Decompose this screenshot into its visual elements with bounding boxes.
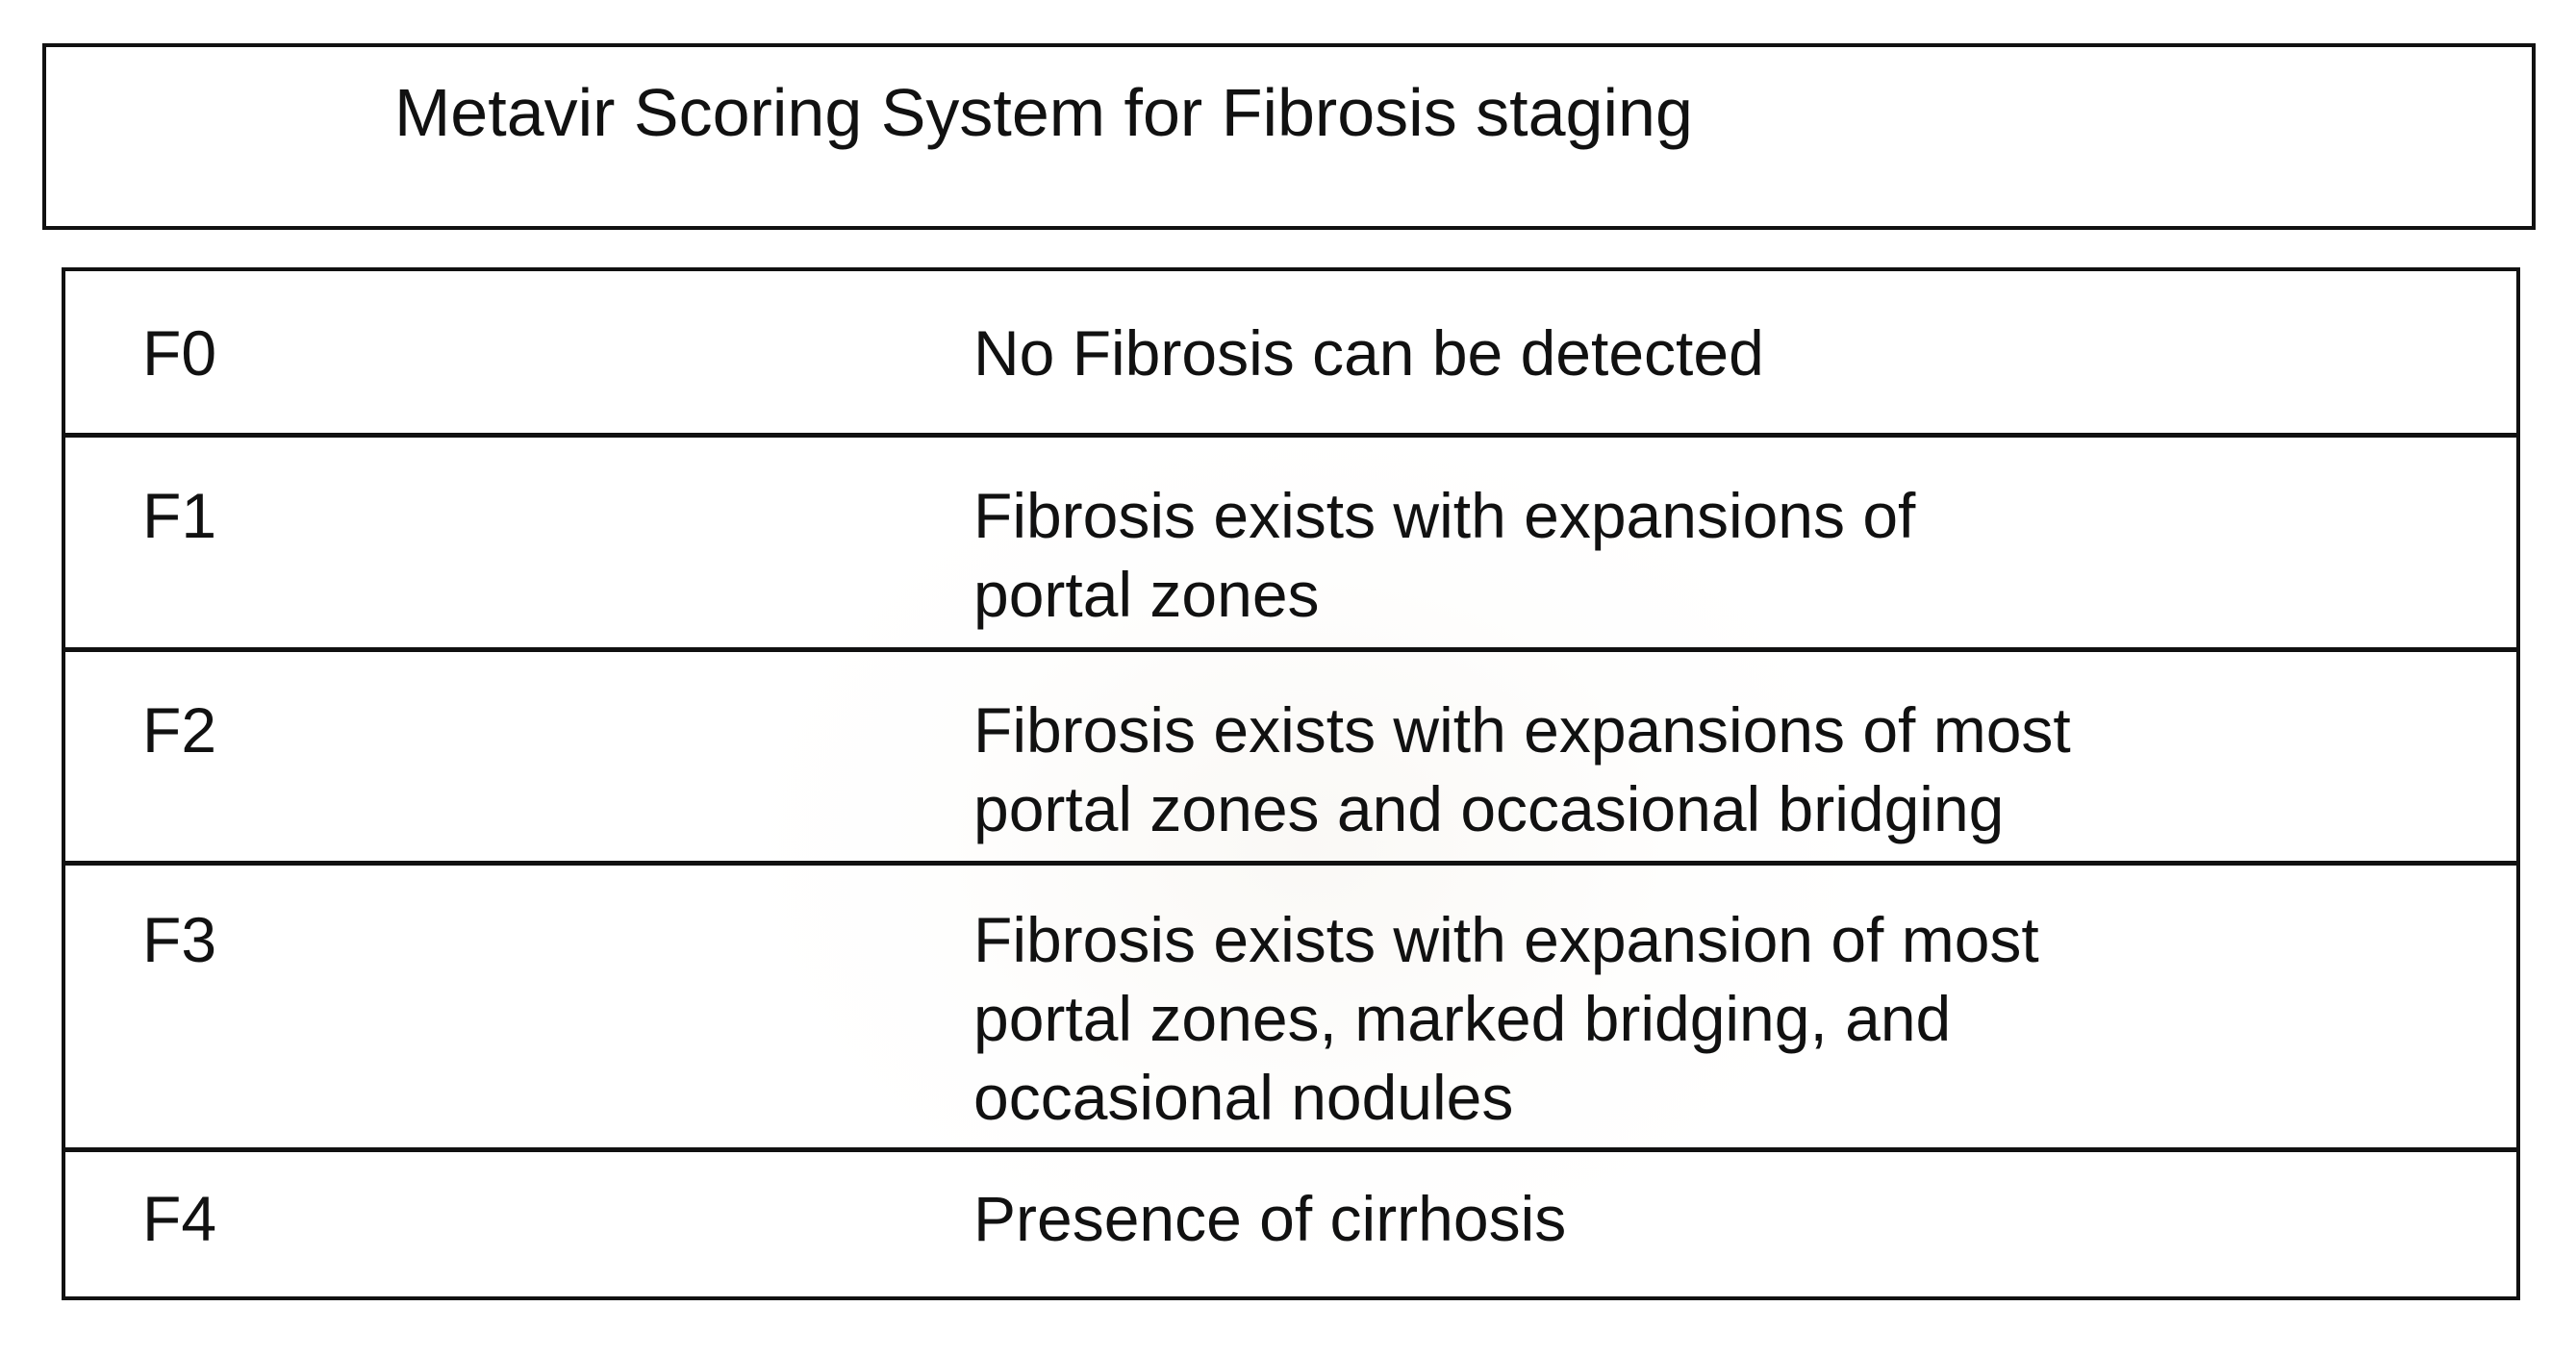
title-box [42,43,2536,230]
stage-description: Presence of cirrhosis [973,1179,2416,1258]
table-row-f4: F4 Presence of cirrhosis [65,1147,2516,1300]
description-line: occasional nodules [973,1062,1514,1133]
table-row-f3: F3 Fibrosis exists with expansion of mos… [65,861,2516,1149]
description-line: portal zones [973,559,1320,630]
description-line: Presence of cirrhosis [973,1183,1567,1254]
stage-label: F2 [142,694,217,766]
description-line: Fibrosis exists with expansion of most [973,904,2039,975]
description-line: Fibrosis exists with expansions of [973,480,1916,551]
stage-description: Fibrosis exists with expansion of most p… [973,900,2416,1137]
description-line: portal zones, marked bridging, and [973,983,1952,1054]
description-line: No Fibrosis can be detected [973,317,1764,389]
description-line: portal zones and occasional bridging [973,773,2005,844]
metavir-table: F0 No Fibrosis can be detected F1 Fibros… [62,267,2520,1300]
stage-label: F0 [142,317,217,389]
stage-label: F3 [142,904,217,975]
stage-description: No Fibrosis can be detected [973,314,2416,392]
description-line: Fibrosis exists with expansions of most [973,694,2071,766]
stage-description: Fibrosis exists with expansions of most … [973,691,2416,848]
table-row-f0: F0 No Fibrosis can be detected [65,271,2516,435]
stage-label: F4 [142,1183,217,1254]
stage-label: F1 [142,480,217,551]
stage-description: Fibrosis exists with expansions of porta… [973,476,2416,634]
page-title: Metavir Scoring System for Fibrosis stag… [394,75,1693,150]
table-row-f2: F2 Fibrosis exists with expansions of mo… [65,647,2516,863]
table-row-f1: F1 Fibrosis exists with expansions of po… [65,433,2516,649]
